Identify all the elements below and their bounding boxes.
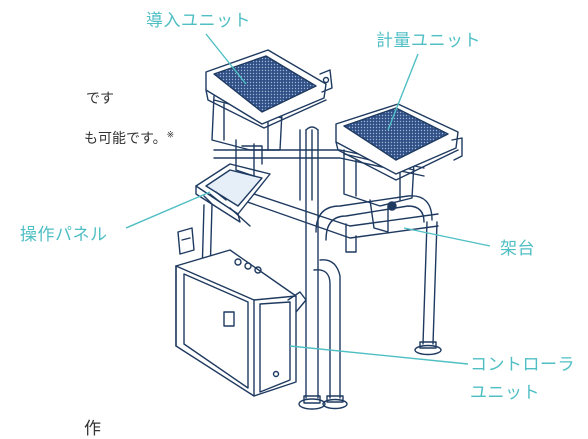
frame-center-post	[298, 126, 326, 410]
label-weighing-unit: 計量ユニット	[376, 31, 481, 51]
label-frame: 架台	[500, 239, 535, 259]
intake-unit	[205, 49, 333, 177]
label-intake-unit: 導入ユニット	[146, 11, 251, 31]
frame-right-arch	[315, 195, 433, 241]
leader-line-weighing	[387, 53, 419, 131]
controller-unit-box	[175, 249, 307, 397]
leader-line-intake	[205, 33, 247, 85]
leader-line-panel	[125, 191, 211, 229]
body-text-line2-main: も可能です。	[84, 131, 167, 147]
label-operation-panel: 操作パネル	[20, 225, 108, 245]
frame-left-bracket	[177, 227, 195, 255]
leader-line-frame	[403, 227, 491, 247]
weighing-unit	[335, 103, 463, 233]
label-controller-unit-line1: コントローラ	[470, 355, 575, 375]
leader-line-controller	[289, 345, 469, 365]
body-text-line2: も可能です。※	[84, 128, 174, 148]
operation-panel	[195, 163, 271, 227]
frame-mid-beam	[235, 187, 439, 253]
body-text-line1: です	[86, 91, 114, 107]
footnote-mark: ※	[166, 130, 175, 141]
frame-front-right-leg	[313, 259, 348, 410]
label-controller-unit-line2: ユニット	[470, 383, 540, 403]
frame-back-right-leg	[414, 221, 442, 356]
